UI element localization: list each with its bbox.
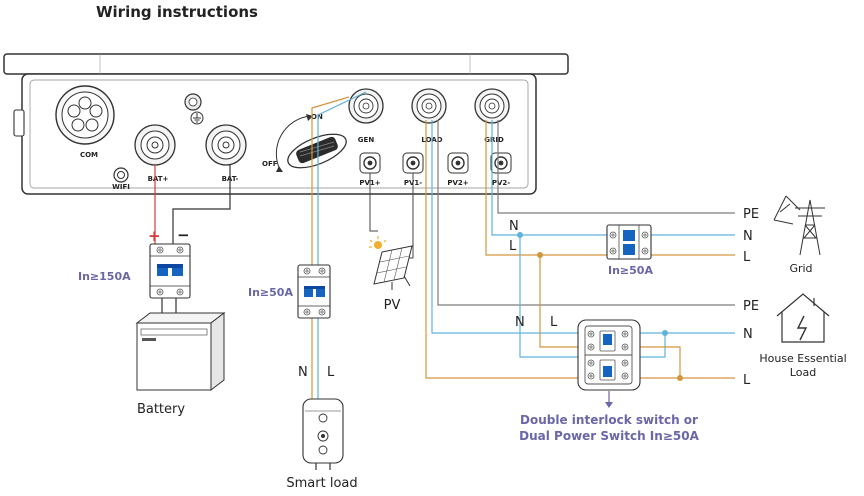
dual-power-switch xyxy=(577,319,641,391)
battery-breaker-rating: In≥150A xyxy=(78,270,131,283)
pv2-pos-label: PV2+ xyxy=(447,179,468,187)
grid-breaker xyxy=(606,224,652,260)
house-n-letter: N xyxy=(743,327,753,342)
gen-label: GEN xyxy=(358,136,375,144)
wifi-port xyxy=(113,167,129,183)
house-wires xyxy=(632,332,735,379)
page-title: Wiring instructions xyxy=(96,3,258,21)
house-l-letter: L xyxy=(743,373,751,388)
grid-pe-letter: PE xyxy=(743,207,759,222)
grid-label: GRID xyxy=(484,136,504,144)
sun-icon xyxy=(369,236,387,249)
switch-n-letter: N xyxy=(515,315,525,330)
off-label: OFF xyxy=(262,160,278,168)
smart-load-l-letter: L xyxy=(327,365,335,380)
smart-load-n-letter: N xyxy=(298,365,308,380)
pv-label: PV xyxy=(384,298,401,313)
smart-load-breaker-rating: In≥50A xyxy=(248,286,293,299)
switch-l-letter: L xyxy=(550,315,558,330)
pv2-pos-connector xyxy=(447,152,469,174)
grid-wire-n-letter: N xyxy=(509,219,519,234)
battery-breaker xyxy=(149,243,191,299)
grid-wires xyxy=(485,120,735,358)
ground-screw xyxy=(184,93,202,111)
grid-n-letter: N xyxy=(743,229,753,244)
com-port xyxy=(55,85,115,145)
house-label-line1: House Essential xyxy=(759,352,846,365)
dc-switch xyxy=(275,114,347,172)
smart-load-breaker xyxy=(297,264,331,319)
grid-gland xyxy=(474,88,510,124)
smart-load-icon xyxy=(302,398,344,470)
pv2-neg-label: PV2- xyxy=(492,179,510,187)
gen-gland xyxy=(348,88,384,124)
on-label: ON xyxy=(311,113,323,121)
switch-arrow xyxy=(605,391,613,408)
pv1-neg-connector xyxy=(402,152,424,174)
bat-pos-gland xyxy=(134,124,176,166)
grid-l-letter: L xyxy=(743,250,751,265)
ground-icon xyxy=(190,111,204,125)
grid-label: Grid xyxy=(789,262,812,275)
wifi-label: WIFI xyxy=(112,183,130,191)
smart-load-label: Smart load xyxy=(286,476,357,491)
dual-switch-label-line1: Double interlock switch or xyxy=(520,413,698,427)
neutral-junction-dot xyxy=(517,232,523,238)
house-icon xyxy=(776,293,830,343)
load-wires xyxy=(425,120,735,379)
com-label: COM xyxy=(80,151,98,159)
live-junction-dot xyxy=(537,252,543,258)
grid-tower-icon xyxy=(773,195,825,256)
battery-icon xyxy=(135,311,226,392)
house-pe-letter: PE xyxy=(743,299,759,314)
house-live-dot xyxy=(677,375,683,381)
battery-label: Battery xyxy=(137,402,185,417)
gen-wires xyxy=(311,91,367,400)
grid-wire-l-letter: L xyxy=(509,239,517,254)
battery-plus-sign: + xyxy=(148,227,161,245)
battery-minus-sign: − xyxy=(177,226,190,244)
dual-switch-label-line2: Dual Power Switch In≥50A xyxy=(519,429,699,443)
pv1-pos-connector xyxy=(359,152,381,174)
bat-neg-gland xyxy=(205,124,247,166)
bat-pos-label: BAT+ xyxy=(148,175,169,183)
load-gland xyxy=(411,88,447,124)
house-label-line2: Load xyxy=(790,366,816,379)
pv2-neg-connector xyxy=(490,152,512,174)
house-neutral-dot xyxy=(662,330,668,336)
solar-panel-icon xyxy=(373,245,413,290)
grid-breaker-rating: In≥50A xyxy=(608,264,653,277)
